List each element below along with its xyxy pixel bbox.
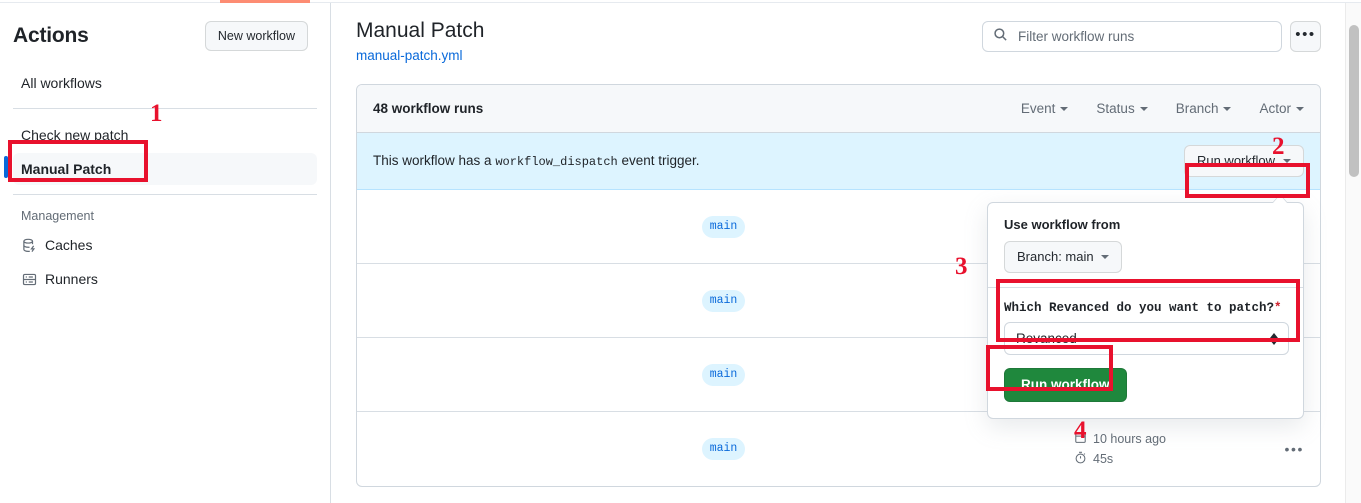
page-title: Manual Patch xyxy=(356,19,485,42)
page-scrollbar-thumb[interactable] xyxy=(1349,25,1359,177)
run-meta-cell: 10 hours ago 45s xyxy=(1074,431,1274,467)
run-duration: 45s xyxy=(1074,451,1113,467)
sidebar-item-label: Runners xyxy=(45,271,98,287)
table-row[interactable]: main xyxy=(357,190,1320,264)
sidebar-management-list: Caches Runners xyxy=(0,229,330,295)
new-workflow-button[interactable]: New workflow xyxy=(204,21,308,51)
workflow-header-right: ••• xyxy=(982,21,1321,52)
run-duration-label: 45s xyxy=(1093,452,1114,466)
chevron-down-icon xyxy=(1060,106,1069,111)
run-branch-cell: main xyxy=(373,215,1074,238)
sidebar-divider-2 xyxy=(13,194,317,195)
filter-label: Event xyxy=(1020,101,1056,116)
sidebar-item-label: All workflows xyxy=(21,75,102,91)
filter-label: Branch xyxy=(1175,101,1219,116)
server-icon xyxy=(21,271,37,287)
run-branch-cell: main xyxy=(373,438,1074,460)
chevron-down-icon xyxy=(1296,106,1304,111)
branch-badge[interactable]: main xyxy=(701,438,746,460)
sidebar-item-caches[interactable]: Caches xyxy=(13,229,317,261)
row-more-options-button[interactable]: ••• xyxy=(1284,441,1304,457)
run-workflow-dropdown-button[interactable]: Run workflow xyxy=(1183,145,1304,177)
page-scrollbar[interactable] xyxy=(1345,3,1361,503)
workflow-file-link[interactable]: manual-patch.yml xyxy=(356,48,463,63)
calendar-icon xyxy=(1074,431,1087,447)
sidebar-all-workflows-group: All workflows xyxy=(0,67,330,99)
revanced-select-field[interactable]: Revanced xyxy=(1004,322,1289,355)
workflow-dispatch-banner: This workflow has a workflow_dispatch ev… xyxy=(357,133,1320,190)
branch-badge[interactable]: main xyxy=(701,363,746,386)
panel-footer: Run workflow xyxy=(988,355,1303,418)
workflow-header-left: Manual Patch manual-patch.yml xyxy=(356,17,484,63)
sidebar-item-all-workflows[interactable]: All workflows xyxy=(13,67,317,99)
filter-actor-dropdown[interactable]: Actor xyxy=(1259,101,1304,116)
run-branch-cell: main xyxy=(373,289,1074,312)
sidebar-item-manual-patch[interactable]: Manual Patch xyxy=(4,153,317,185)
cache-icon xyxy=(21,237,37,253)
sidebar-title: Actions xyxy=(13,24,89,47)
top-divider xyxy=(0,2,1361,3)
filter-label: Status xyxy=(1096,101,1135,116)
chevron-down-icon xyxy=(1283,159,1291,163)
filter-label: Actor xyxy=(1259,101,1291,116)
filter-event-dropdown[interactable]: Event xyxy=(1021,101,1069,116)
run-date-label: 10 hours ago xyxy=(1093,432,1166,446)
sidebar-header: Actions New workflow xyxy=(0,3,330,67)
dispatch-event-code: workflow_dispatch xyxy=(495,155,618,169)
dispatch-text-after: event trigger. xyxy=(621,153,700,168)
revanced-select-value: Revanced xyxy=(1016,331,1077,346)
branch-badge[interactable]: main xyxy=(701,215,746,238)
chevron-down-icon xyxy=(1223,106,1232,111)
sidebar-item-label: Check new patch xyxy=(21,127,129,143)
sidebar-management-heading: Management xyxy=(21,209,94,223)
run-branch-cell: main xyxy=(373,363,1074,386)
sidebar-divider-1 xyxy=(13,108,317,109)
branch-badge[interactable]: main xyxy=(701,289,746,312)
table-row[interactable]: main 10 hours ago xyxy=(357,412,1320,486)
workflow-inputs-section: Which Revanced do you want to patch?* Re… xyxy=(988,301,1303,355)
run-workflow-dropdown-label: Run workflow xyxy=(1196,153,1275,168)
panel-divider xyxy=(988,287,1303,288)
stopwatch-icon xyxy=(1074,451,1087,467)
select-spinner-icon xyxy=(1270,332,1278,345)
sidebar-item-label: Caches xyxy=(45,237,93,253)
filter-status-dropdown[interactable]: Status xyxy=(1096,101,1148,116)
run-workflow-submit-button[interactable]: Run workflow xyxy=(1004,368,1127,402)
chevron-down-icon xyxy=(1100,255,1109,259)
sidebar-item-runners[interactable]: Runners xyxy=(13,263,317,295)
dispatch-banner-text: This workflow has a workflow_dispatch ev… xyxy=(373,153,700,169)
revanced-input-label-text: Which Revanced do you want to patch? xyxy=(1004,301,1275,315)
workflow-runs-filters: Event Status Branch Actor xyxy=(1021,101,1304,116)
workflow-runs-count: 48 workflow runs xyxy=(373,101,484,116)
branch-selector-label: Branch: main xyxy=(1017,249,1094,264)
page-loading-bar xyxy=(220,0,310,3)
run-workflow-panel: Use workflow from Branch: main Which Rev… xyxy=(987,202,1304,419)
use-workflow-from-section: Use workflow from Branch: main xyxy=(988,203,1303,273)
sidebar-item-label: Manual Patch xyxy=(21,161,112,177)
run-date: 10 hours ago xyxy=(1074,431,1166,447)
sidebar-item-check-new-patch[interactable]: Check new patch xyxy=(13,119,317,151)
actions-sidebar: Actions New workflow All workflows Check… xyxy=(0,3,331,503)
dispatch-text-before: This workflow has a xyxy=(373,153,492,168)
search-icon xyxy=(993,27,1008,47)
table-row[interactable]: main xyxy=(357,264,1320,338)
required-marker: * xyxy=(1274,301,1282,315)
workflow-runs-toolbar: 48 workflow runs Event Status Branch xyxy=(357,85,1320,133)
workflow-header: Manual Patch manual-patch.yml ••• xyxy=(332,3,1345,63)
search-input[interactable] xyxy=(1016,28,1271,45)
chevron-down-icon xyxy=(1139,106,1148,111)
revanced-input-label: Which Revanced do you want to patch?* xyxy=(1004,301,1287,315)
sidebar-workflow-list: Check new patch Manual Patch xyxy=(0,119,330,185)
filter-workflow-runs-box[interactable] xyxy=(982,21,1282,52)
filter-branch-dropdown[interactable]: Branch xyxy=(1176,101,1232,116)
use-workflow-from-label: Use workflow from xyxy=(1004,217,1121,232)
workflow-more-options-button[interactable]: ••• xyxy=(1290,21,1321,52)
branch-selector-button[interactable]: Branch: main xyxy=(1004,241,1122,273)
